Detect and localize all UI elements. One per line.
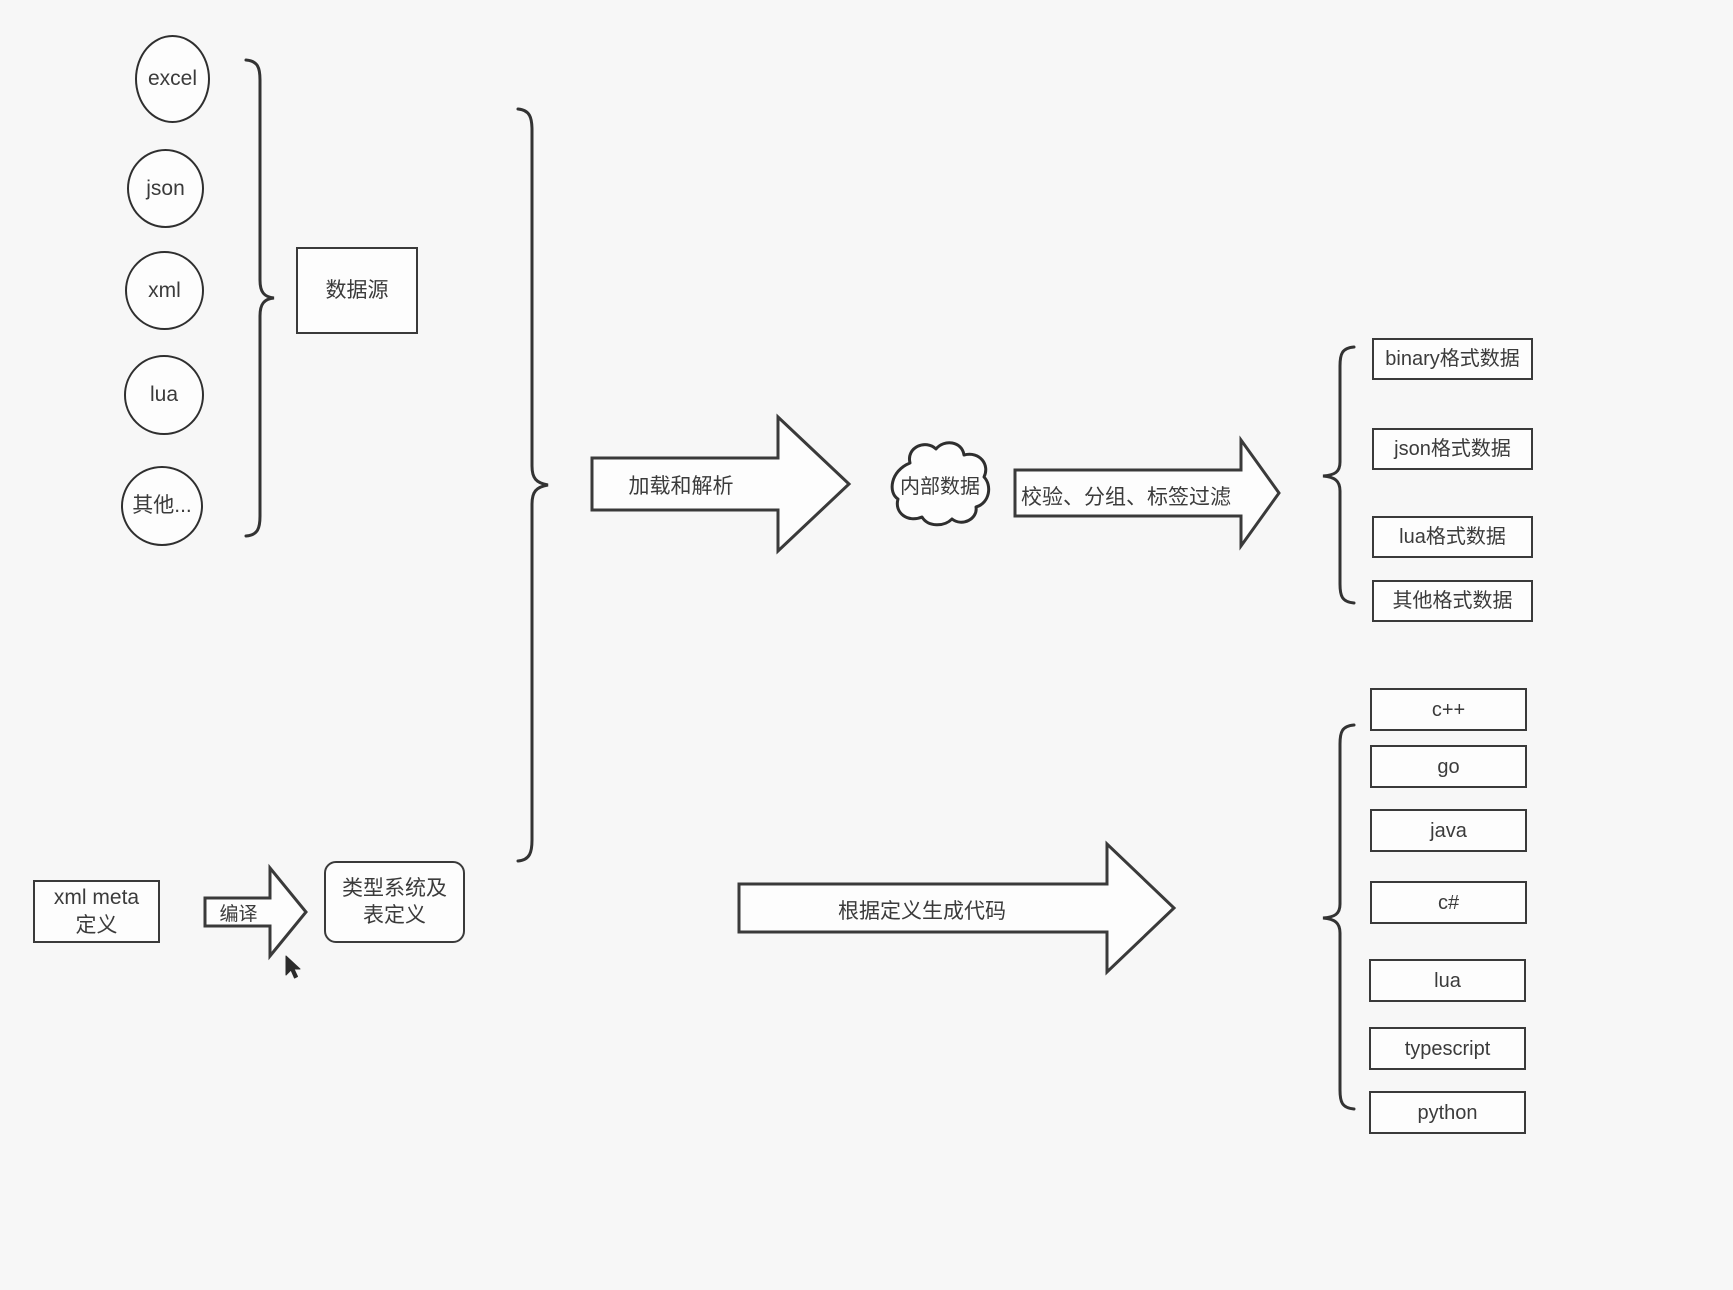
- code-target-label: python: [1417, 1101, 1478, 1124]
- type-system-box[interactable]: 类型系统及表定义: [324, 861, 465, 943]
- code-target-box-lua[interactable]: lua: [1369, 959, 1526, 1002]
- type-system-label: 类型系统及表定义: [342, 876, 447, 927]
- code-target-label: lua: [1434, 969, 1461, 992]
- output-format-box-binary[interactable]: binary格式数据: [1372, 338, 1533, 380]
- data-source-circle-excel[interactable]: excel: [135, 35, 210, 123]
- data-source-group-box[interactable]: 数据源: [296, 247, 418, 334]
- output-format-label: lua格式数据: [1399, 526, 1506, 548]
- validate-group-filter-arrow[interactable]: 校验、分组、标签过滤: [1013, 435, 1281, 551]
- code-target-box-python[interactable]: python: [1369, 1091, 1526, 1134]
- data-source-label: xml: [148, 278, 181, 302]
- xml-meta-definition-label: xml meta定义: [53, 886, 140, 937]
- code-target-label: go: [1437, 755, 1460, 778]
- xml-meta-definition-box[interactable]: xml meta定义: [33, 880, 160, 943]
- code-target-box-typescript[interactable]: typescript: [1369, 1027, 1526, 1070]
- data-source-circle-json[interactable]: json: [127, 149, 204, 228]
- data-source-circle-xml[interactable]: xml: [125, 251, 204, 330]
- code-targets-brace: [1318, 722, 1360, 1112]
- code-target-box-java[interactable]: java: [1370, 809, 1527, 852]
- codegen-arrow[interactable]: 根据定义生成代码: [737, 840, 1177, 976]
- code-target-label: c#: [1437, 891, 1460, 914]
- output-format-label: binary格式数据: [1385, 348, 1520, 370]
- load-parse-arrow[interactable]: 加载和解析: [590, 413, 852, 555]
- code-target-box-csharp[interactable]: c#: [1370, 881, 1527, 924]
- data-source-label: 其他...: [132, 494, 192, 518]
- internal-data-cloud[interactable]: 内部数据: [886, 437, 994, 527]
- compile-arrow[interactable]: 编译: [203, 863, 308, 961]
- internal-data-cloud-label: 内部数据: [900, 476, 980, 498]
- output-format-box-lua[interactable]: lua格式数据: [1372, 516, 1533, 558]
- output-format-label: json格式数据: [1394, 438, 1511, 460]
- code-target-label: typescript: [1404, 1037, 1491, 1060]
- data-source-group-brace: [238, 58, 278, 538]
- data-source-label: json: [146, 176, 185, 200]
- main-input-group-brace: [508, 106, 554, 864]
- output-formats-brace: [1318, 344, 1360, 606]
- data-source-label: lua: [149, 383, 179, 407]
- data-source-circle-lua[interactable]: lua: [124, 355, 204, 435]
- code-target-label: c++: [1431, 698, 1466, 721]
- data-source-circle-other[interactable]: 其他...: [121, 466, 203, 546]
- data-source-group-label: 数据源: [325, 278, 389, 302]
- data-source-label: excel: [147, 67, 198, 91]
- output-format-label: 其他格式数据: [1392, 590, 1513, 612]
- code-target-label: java: [1430, 819, 1467, 842]
- output-format-box-other[interactable]: 其他格式数据: [1372, 580, 1533, 622]
- output-format-box-json[interactable]: json格式数据: [1372, 428, 1533, 470]
- code-target-box-go[interactable]: go: [1370, 745, 1527, 788]
- code-target-box-cpp[interactable]: c++: [1370, 688, 1527, 731]
- mouse-cursor: [285, 955, 305, 983]
